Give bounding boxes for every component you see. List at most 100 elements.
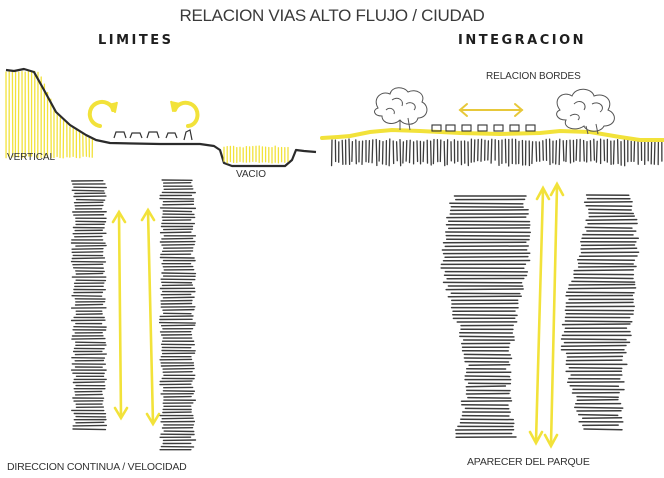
hatch-stroke [573, 269, 634, 272]
hatch-stroke [361, 140, 364, 166]
hatch-stroke [575, 139, 578, 161]
double-arrow-vertical-icon-4 [543, 181, 565, 449]
hatch-stroke [612, 140, 615, 165]
hatch-stroke [451, 302, 519, 305]
hatch-stroke [555, 140, 558, 165]
hatch-stroke [633, 138, 636, 163]
hatch-stroke [162, 296, 195, 299]
heading-integracion: INTEGRACION [458, 33, 587, 48]
hatch-stroke [480, 138, 483, 162]
hatch-stroke [588, 208, 632, 211]
hatch-stroke [71, 189, 105, 192]
double-arrow-horizontal-icon [458, 103, 524, 117]
hatch-stroke [71, 337, 106, 340]
hatch-stroke [467, 396, 512, 399]
hatch-stroke [75, 198, 106, 201]
hatch-stroke [465, 392, 510, 395]
hatch-stroke [584, 226, 633, 229]
hatch-stroke [588, 212, 635, 215]
left-section-sketch [5, 67, 317, 168]
hatch-stroke [399, 139, 402, 167]
hatch-stroke [583, 428, 623, 431]
hatch-stroke [447, 227, 531, 230]
hatch-stroke [568, 367, 623, 370]
hatch-stroke [74, 303, 104, 306]
hatch-stroke [571, 280, 636, 283]
hatch-stroke [595, 140, 598, 163]
hatch-stroke [72, 381, 105, 384]
hatch-stroke [593, 138, 596, 161]
hatch-stroke [368, 140, 371, 163]
hatch-stroke [576, 395, 619, 398]
label-vertical: VERTICAL [7, 152, 55, 163]
double-arrow-vertical-icon-2 [140, 207, 161, 427]
hatch-stroke [567, 287, 637, 290]
hatch-stroke [603, 139, 606, 162]
hatch-stroke [459, 422, 515, 425]
hatch-stroke [160, 364, 195, 367]
vertical-wall-hatch [5, 70, 94, 159]
hatch-band-left [70, 180, 108, 431]
hatch-stroke [422, 141, 425, 163]
hatch-stroke [558, 138, 561, 166]
hatch-stroke [504, 138, 507, 164]
hatch-stroke [75, 341, 106, 344]
hatch-band-right [158, 179, 197, 451]
right-plan-sketch [440, 181, 640, 449]
hatch-stroke [490, 138, 493, 164]
wavy-hatch-band-left [440, 195, 532, 438]
hatch-stroke [395, 141, 398, 162]
right-section-sketch [320, 87, 664, 167]
hatch-stroke [565, 140, 568, 163]
hatch-stroke [578, 413, 619, 417]
ground-line-yellow [320, 127, 664, 142]
hatch-stroke [348, 138, 351, 166]
hatch-stroke [447, 295, 522, 298]
hatch-stroke [445, 288, 524, 291]
hatch-stroke [161, 272, 197, 275]
hatch-stroke [162, 210, 193, 213]
tree-icon-right [556, 88, 615, 135]
hatch-stroke [569, 139, 572, 164]
hatch-stroke [71, 257, 106, 260]
hatch-stroke [375, 138, 378, 167]
hatch-stroke [580, 247, 638, 250]
hatch-stroke [616, 138, 619, 165]
double-arrow-vertical-icon-3 [528, 185, 551, 446]
hatch-stroke [653, 139, 656, 165]
hatch-stroke [564, 320, 633, 323]
double-arrow-vertical-icon-1 [111, 209, 129, 421]
hatch-stroke [473, 139, 476, 163]
cars-sketch-right [431, 124, 536, 132]
caption-direccion-continua: DIRECCION CONTINUA / VELOCIDAD [7, 461, 187, 473]
hatch-stroke [161, 417, 194, 420]
hatch-stroke [429, 140, 432, 166]
hatch-stroke [569, 385, 620, 388]
hatch-stroke [405, 139, 408, 162]
hatch-stroke [452, 314, 518, 317]
hatch-stroke [588, 215, 635, 218]
hatch-stroke [388, 138, 391, 167]
hatch-stroke [416, 140, 419, 163]
label-relacion-bordes: RELACION BORDES [486, 71, 581, 82]
hatch-stroke [449, 209, 529, 212]
hatch-stroke [444, 255, 529, 258]
hatch-stroke [560, 344, 627, 347]
hatch-stroke [432, 138, 435, 165]
ground-hatch [330, 138, 663, 167]
caption-aparecer-parque: APARECER DEL PARQUE [467, 456, 590, 468]
hatch-stroke [408, 139, 411, 164]
left-plan-sketch [70, 179, 197, 451]
hatch-stroke [351, 140, 354, 163]
hatch-stroke [560, 338, 627, 341]
diagram-title: RELACION VIAS ALTO FLUJO / CIUDAD [179, 6, 485, 25]
hatch-stroke [464, 375, 511, 378]
hatch-stroke [562, 140, 565, 162]
rotate-arrow-icon-right [170, 100, 200, 128]
hatch-stroke [542, 140, 544, 161]
heading-limites: LIMITES [98, 33, 174, 48]
vacio-hatch [223, 145, 289, 164]
cars-sketch [113, 129, 193, 141]
hatch-stroke [160, 324, 196, 327]
